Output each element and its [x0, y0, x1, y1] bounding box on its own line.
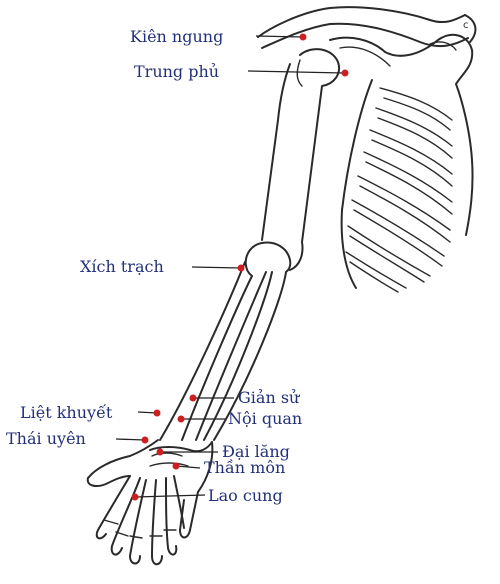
point-labels: Kiên ngung Trung phủ Xích trạch Giản sử … — [6, 20, 469, 505]
forearm-bones — [159, 261, 287, 441]
point-kien-ngung — [299, 33, 307, 41]
label-gian-su: Giản sử — [238, 388, 301, 407]
humerus — [244, 48, 340, 277]
point-dai-lang — [156, 448, 164, 456]
label-than-mon: Thần môn — [204, 458, 285, 477]
corner-mark: c — [463, 20, 469, 31]
acupoint-markers — [131, 33, 349, 501]
point-liet-khuyet — [153, 409, 161, 417]
point-xich-trach — [237, 264, 245, 272]
point-gian-su — [189, 394, 197, 402]
label-noi-quan: Nội quan — [228, 409, 302, 428]
hand-bones — [86, 439, 214, 566]
label-lao-cung: Lao cung — [208, 486, 283, 505]
label-thai-uyen: Thái uyên — [6, 429, 86, 448]
point-noi-quan — [177, 415, 185, 423]
label-kien-ngung: Kiên ngung — [130, 27, 223, 46]
point-trung-phu — [341, 69, 349, 77]
label-trung-phu: Trung phủ — [134, 62, 219, 81]
point-than-mon — [172, 462, 180, 470]
clavicle — [257, 6, 477, 49]
label-liet-khuyet: Liệt khuyết — [20, 403, 113, 422]
scapula — [329, 33, 474, 236]
label-dai-lang: Đại lăng — [222, 442, 290, 461]
label-xich-trach: Xích trạch — [80, 257, 164, 276]
point-thai-uyen — [141, 436, 149, 444]
rib-cage — [340, 79, 453, 293]
point-lao-cung — [131, 493, 139, 501]
